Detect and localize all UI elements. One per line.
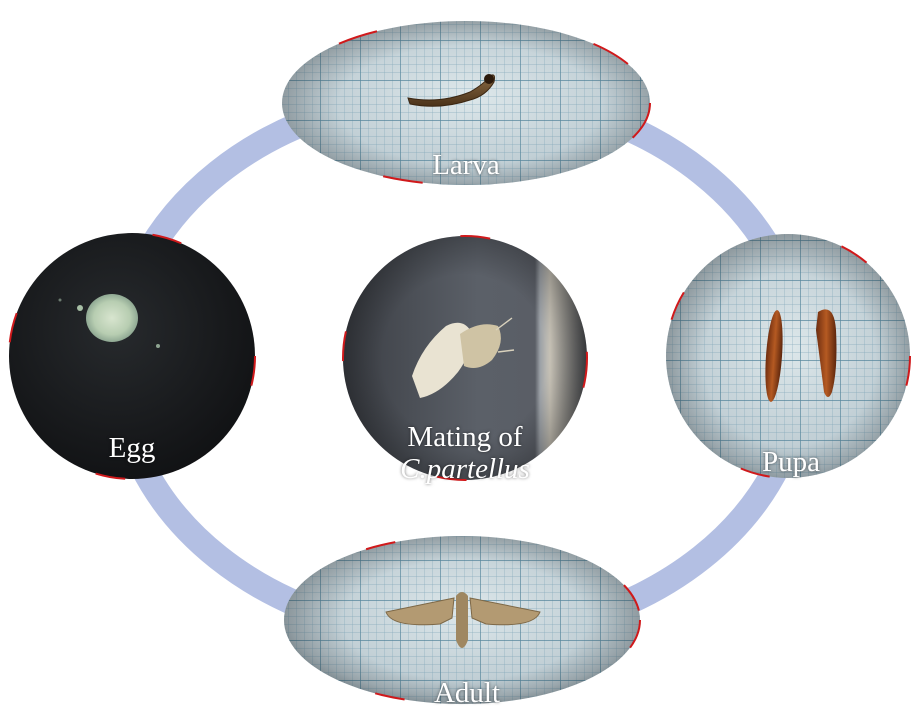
center-label-species: C.partellus — [375, 453, 555, 485]
egg-mass-specimen — [86, 294, 138, 342]
center-label-line1: Mating of — [385, 421, 545, 453]
egg-label: Egg — [92, 432, 172, 464]
pupa-label: Pupa — [746, 446, 836, 478]
adult-label: Adult — [412, 677, 522, 709]
larva-label: Larva — [416, 149, 516, 181]
